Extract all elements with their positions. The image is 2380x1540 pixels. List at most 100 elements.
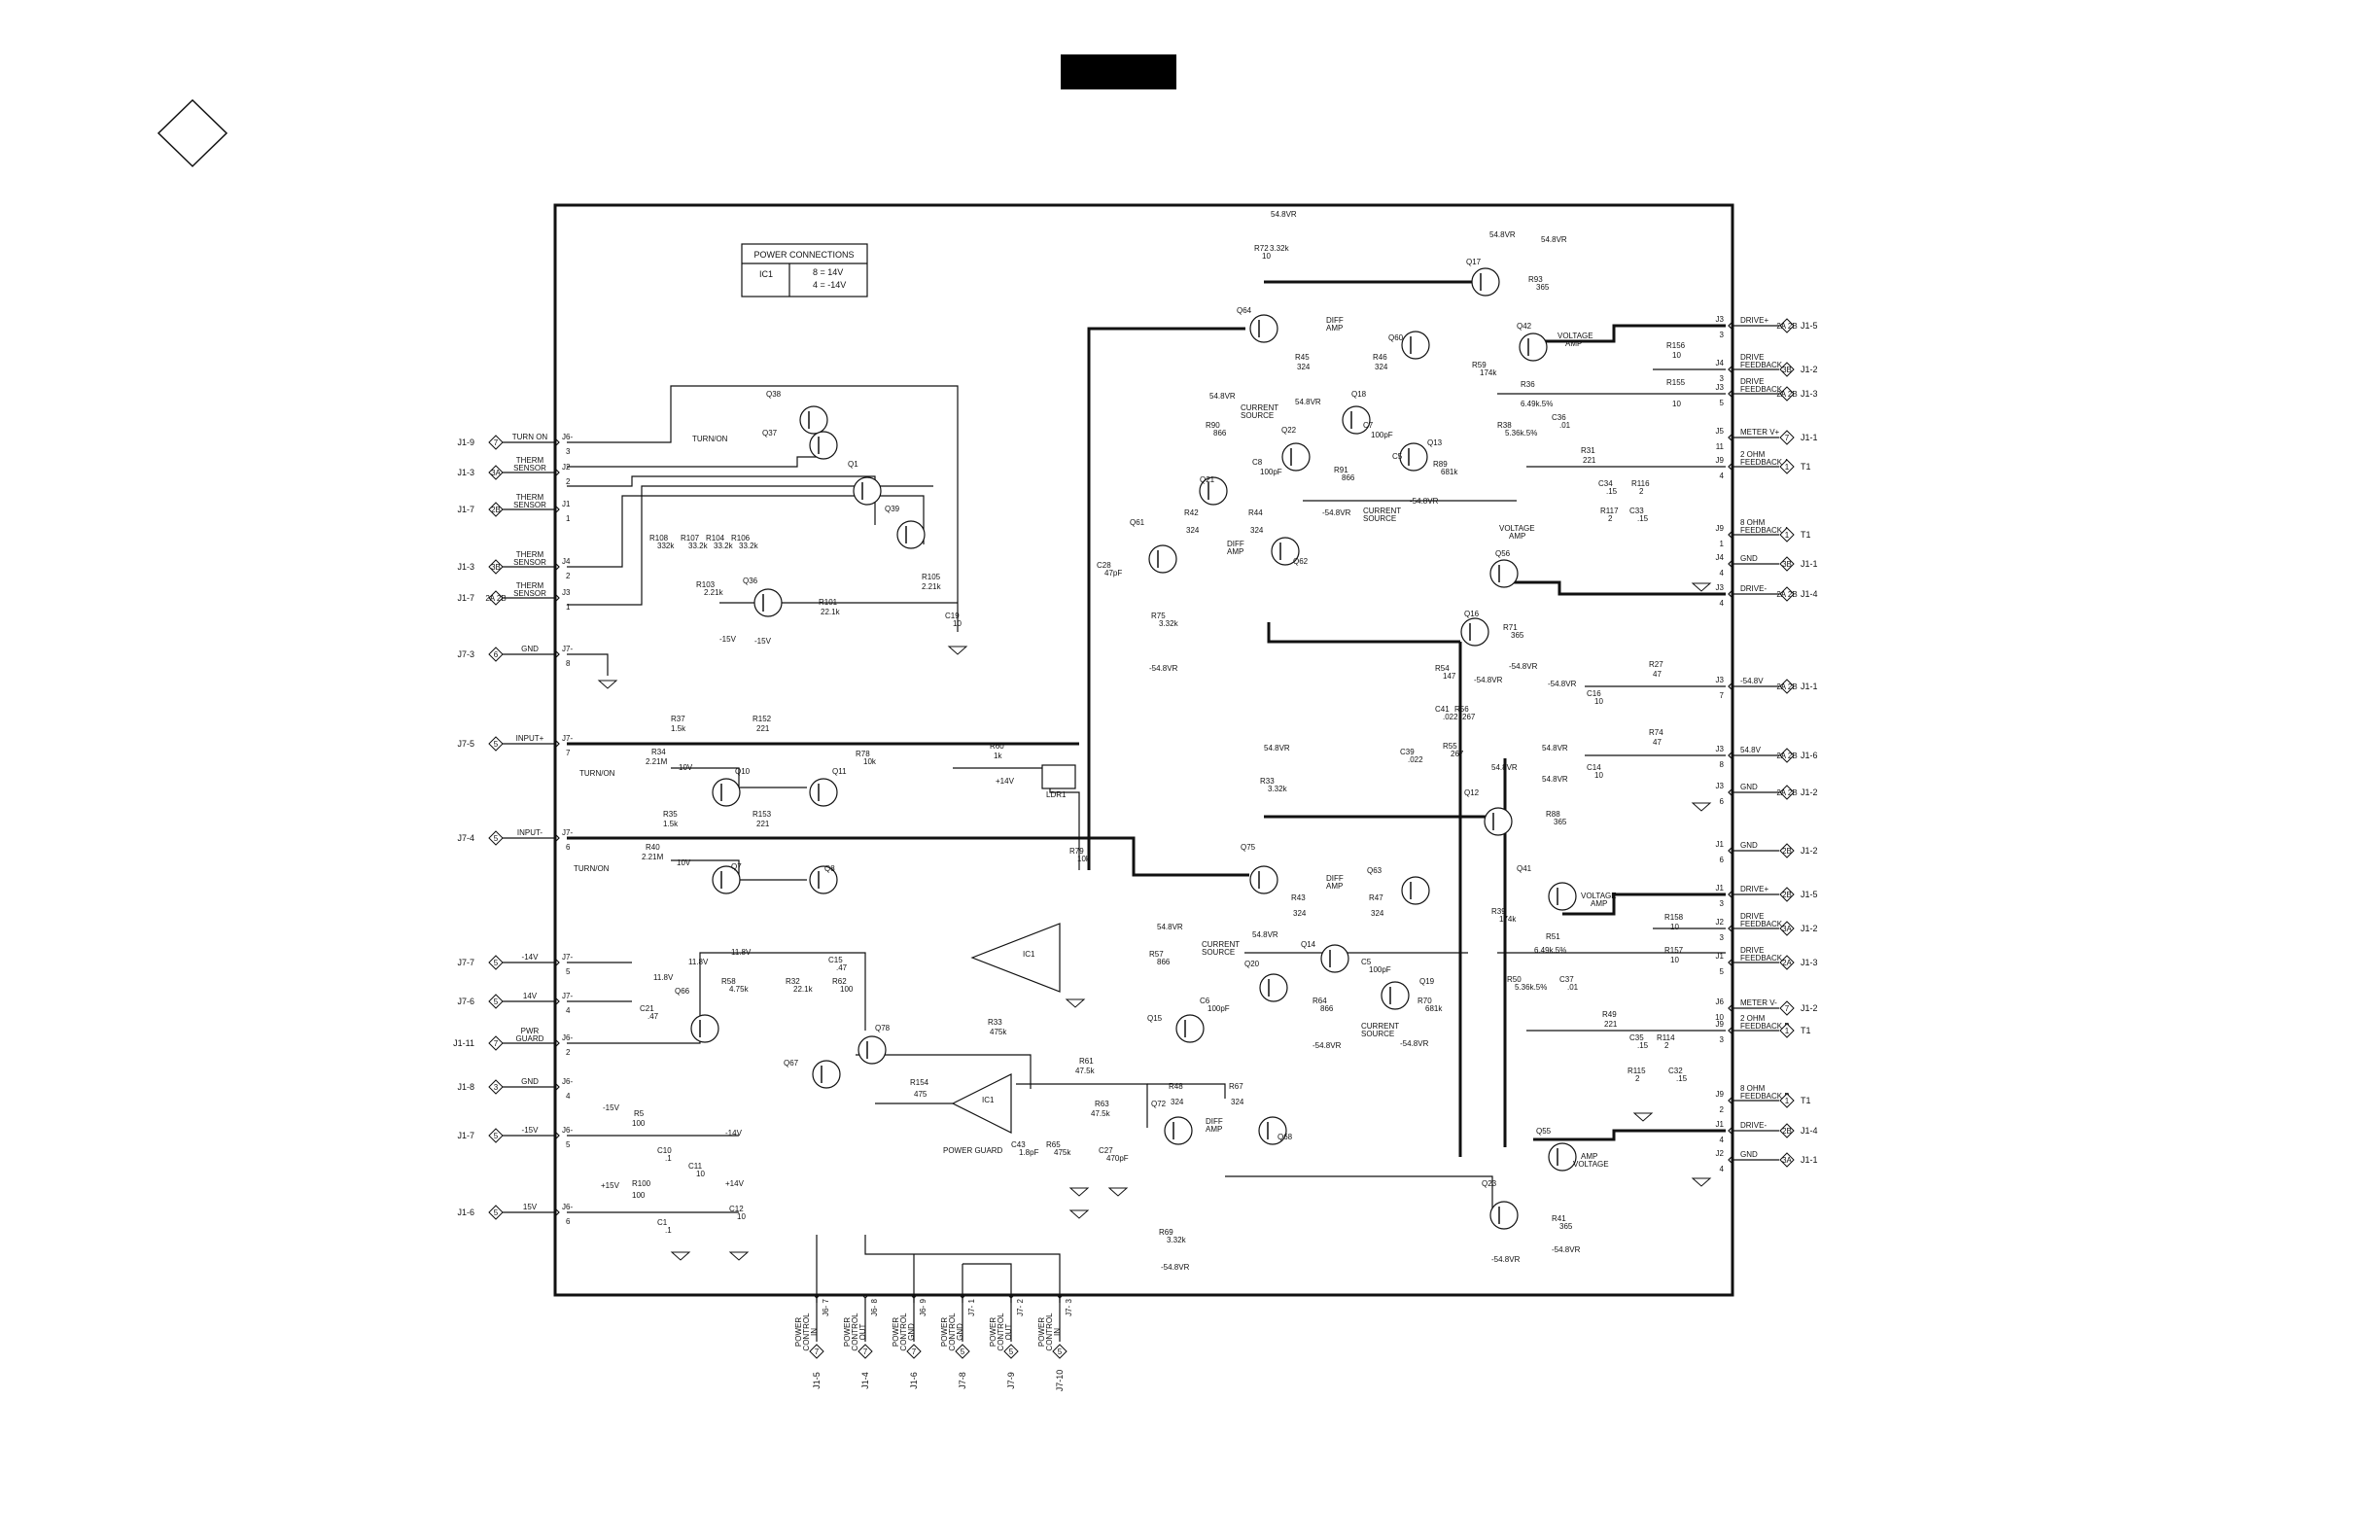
connector-signal-name: SENSOR: [513, 589, 546, 598]
component-label: R35: [663, 810, 678, 819]
pin-diamond-icon: 2A 2B: [1776, 386, 1798, 402]
ground-icon: [1632, 1112, 1654, 1122]
board-outline: [553, 203, 1734, 1297]
connector-jumper: J7-: [562, 734, 573, 743]
component-label: R59: [1472, 361, 1487, 369]
pin-diamond-icon: 1: [1779, 459, 1795, 474]
pin-number: 7: [1785, 1004, 1790, 1013]
component-label: -54.8VR: [1149, 664, 1178, 673]
component-label: Q1: [848, 460, 858, 469]
component-label: 54.8VR: [1491, 763, 1518, 772]
pin-number: 7: [863, 1348, 868, 1356]
component-label: Q36: [743, 577, 758, 585]
connector-signal-name: CONTROL: [851, 1312, 859, 1351]
component-label: -15V: [603, 1103, 620, 1112]
connector-pin-number: 3: [1720, 374, 1725, 383]
connector-signal-name: -54.8V: [1740, 677, 1764, 685]
pin-diamond-icon: 2B: [488, 502, 504, 517]
component-label: C19: [945, 612, 960, 620]
component-label: 47: [1653, 738, 1662, 747]
pin-number: 2A 2B: [1776, 682, 1797, 691]
ground-icon: [728, 1251, 750, 1261]
component-label: DIFF: [1326, 874, 1344, 883]
pin-diamond-icon: 5: [488, 736, 504, 752]
transistor-symbol: [858, 1035, 887, 1065]
component-label: 11.8V: [688, 958, 709, 966]
transistor-symbol: [712, 865, 741, 894]
component-label: R93: [1528, 275, 1543, 284]
component-label: Q19: [1419, 977, 1435, 986]
component-label: R108: [649, 534, 669, 542]
connector-pin-number: 6: [566, 1217, 571, 1226]
connector-pin-number: 3: [1720, 1035, 1725, 1044]
component-label: R51: [1546, 932, 1560, 941]
component-label: R72: [1254, 244, 1269, 253]
connector-external-ref: J1-1: [1801, 433, 1818, 442]
component-label: R42: [1184, 508, 1199, 517]
component-label: Q22: [1281, 426, 1297, 435]
component-label: 267: [1462, 713, 1476, 721]
component-label: 11.8V: [653, 973, 674, 982]
pin-number: 3: [494, 1083, 499, 1092]
component-label: C28: [1097, 561, 1111, 570]
connector-signal-name: SENSOR: [513, 558, 546, 567]
component-label: 174k: [1499, 915, 1517, 924]
component-label: SOURCE: [1361, 1030, 1394, 1038]
component-label: 47: [1653, 670, 1662, 679]
component-label: 1.8pF: [1019, 1148, 1039, 1157]
component-label: 6.49k.5%: [1534, 946, 1566, 955]
component-label: R46: [1373, 353, 1387, 362]
component-label: .15: [1637, 1041, 1649, 1050]
connector-jumper: J3: [1716, 383, 1725, 392]
connector-signal-name: DRIVE-: [1740, 1121, 1767, 1130]
pin-diamond-icon: 2A: [1779, 955, 1795, 970]
transistor-symbol: [690, 1014, 719, 1043]
component-label: 221: [1583, 456, 1596, 465]
component-label: Q37: [762, 429, 778, 438]
connector-pin-number: 4: [1720, 599, 1725, 608]
connector-external-ref: J1-3: [457, 468, 474, 477]
component-label: R101: [819, 598, 838, 607]
component-label: -54.8VR: [1161, 1263, 1190, 1272]
connector-signal-name: GND: [521, 645, 539, 653]
connector-jumper: J4: [1716, 359, 1725, 368]
connector-pin-number: 5: [566, 967, 571, 976]
component-label: IC1: [982, 1096, 995, 1104]
component-label: 10: [737, 1212, 746, 1221]
component-label: Q67: [784, 1059, 799, 1068]
component-label: 47.5k: [1091, 1109, 1111, 1118]
component-label: .022: [1408, 755, 1423, 764]
component-label: 54.8VR: [1542, 744, 1568, 752]
pin-number: 1: [1785, 531, 1790, 540]
pin-number: 7: [494, 1039, 499, 1048]
component-label: CURRENT: [1202, 940, 1240, 949]
component-label: R45: [1295, 353, 1310, 362]
component-label: R69: [1159, 1228, 1173, 1237]
connector-external-ref: J1-9: [457, 438, 474, 447]
connector-jumper: J4: [1716, 553, 1725, 562]
connector-signal-name: INPUT-: [517, 828, 543, 837]
component-label: LDR1: [1046, 790, 1067, 799]
component-label: 54.8VR: [1295, 398, 1321, 406]
component-label: R90: [1206, 421, 1220, 430]
connector-jumper: J2: [562, 463, 571, 472]
component-label: R100: [632, 1179, 651, 1188]
component-label: R33: [1260, 777, 1275, 786]
component-label: 10: [1672, 351, 1681, 360]
connector-external-ref: J1-5: [1801, 321, 1818, 331]
component-label: 54.8VR: [1542, 775, 1568, 784]
ground-icon: [670, 1251, 691, 1261]
component-label: C7: [1363, 421, 1374, 430]
component-label: VOLTAGE: [1499, 524, 1535, 533]
transistor-symbol: [1342, 405, 1371, 435]
connector-pin-number: 4: [1720, 472, 1725, 480]
component-label: VOLTAGE: [1581, 892, 1617, 900]
connector-jumper: J6- 9: [919, 1299, 928, 1316]
